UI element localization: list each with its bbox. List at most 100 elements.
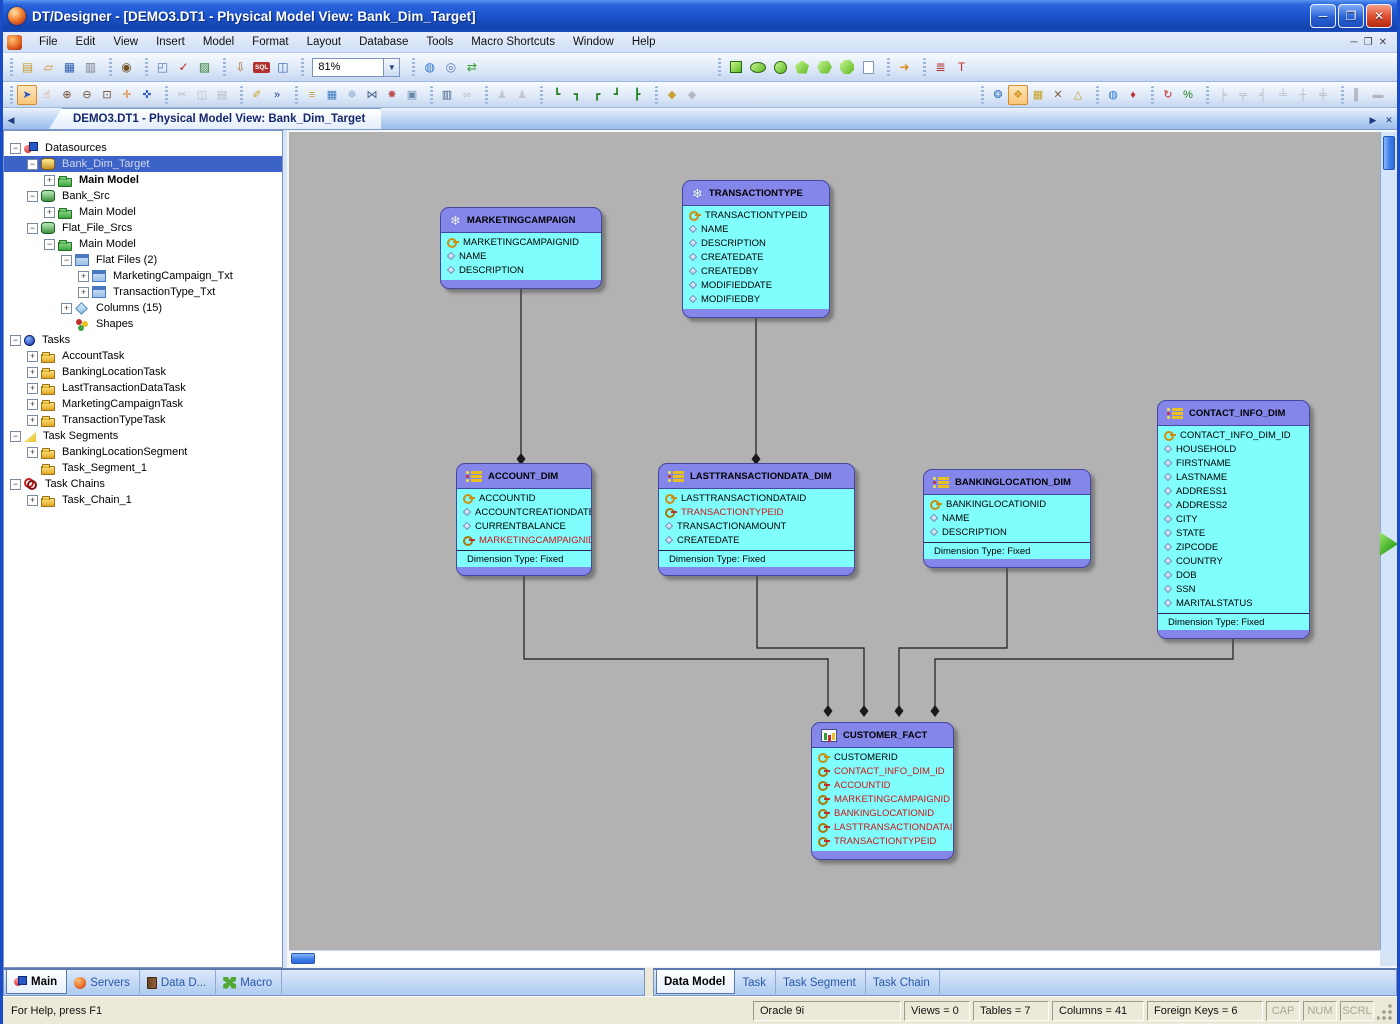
horizontal-scrollbar-thumb[interactable] — [291, 953, 315, 964]
tab-scroll-right-icon[interactable]: ▶ — [1365, 111, 1381, 129]
export-db-icon[interactable]: ⇩ — [230, 57, 251, 78]
entity-field[interactable]: NAME — [924, 511, 1090, 525]
entity-field[interactable]: ADDRESS1 — [1158, 484, 1309, 498]
menu-view[interactable]: View — [104, 34, 147, 50]
tab-scroll-left-icon[interactable]: ◀ — [3, 111, 19, 129]
tree-item-task-chains[interactable]: −Task Chains — [4, 476, 282, 492]
entity-field[interactable]: MODIFIEDBY — [683, 292, 829, 306]
expand-icon[interactable]: + — [44, 175, 55, 186]
menu-insert[interactable]: Insert — [147, 34, 194, 50]
entity-field[interactable]: TRANSACTIONTYPEID — [812, 834, 953, 848]
fit-percent-icon[interactable]: % — [1178, 85, 1198, 105]
entity-field[interactable]: NAME — [683, 222, 829, 236]
menu-model[interactable]: Model — [194, 34, 243, 50]
zoom-level-combo[interactable]: 81% — [312, 58, 384, 77]
shape-circle-icon[interactable] — [770, 57, 791, 78]
sql-icon[interactable]: SQL — [251, 57, 272, 78]
entity-field[interactable]: LASTNAME — [1158, 470, 1309, 484]
menu-layout[interactable]: Layout — [298, 34, 351, 50]
expand-icon[interactable]: + — [44, 207, 55, 218]
select-tool-icon[interactable]: ➤ — [17, 85, 37, 105]
entity-field[interactable]: DOB — [1158, 568, 1309, 582]
collapse-icon[interactable]: − — [10, 431, 21, 442]
shape-octagon-icon[interactable] — [836, 57, 858, 78]
tree-item-main-model[interactable]: +Main Model — [4, 172, 282, 188]
entity-field[interactable]: FIRSTNAME — [1158, 456, 1309, 470]
entity-field[interactable]: ACCOUNTCREATIONDATE — [457, 505, 591, 519]
entity-field[interactable]: CREATEDBY — [683, 264, 829, 278]
expand-icon[interactable]: + — [27, 495, 38, 506]
tree-item-bank-src[interactable]: −Bank_Src — [4, 188, 282, 204]
expand-icon[interactable]: + — [27, 351, 38, 362]
entity-field[interactable]: LASTTRANSACTIONDATAID — [812, 820, 953, 834]
incremental-layout-icon[interactable]: ♦ — [1123, 85, 1143, 105]
tab-macro[interactable]: Macro — [216, 970, 282, 994]
layout-refresh-icon[interactable]: ⇄ — [461, 57, 482, 78]
tree-item-task-segment-1[interactable]: Task_Segment_1 — [4, 460, 282, 476]
entity-field[interactable]: ZIPCODE — [1158, 540, 1309, 554]
tree-item-tasks[interactable]: −Tasks — [4, 332, 282, 348]
resize-grip[interactable] — [1377, 1001, 1393, 1021]
memory-icon[interactable]: ▥ — [437, 85, 457, 105]
entity-field[interactable]: MARKETINGCAMPAIGNID — [457, 533, 591, 547]
expand-icon[interactable]: + — [27, 367, 38, 378]
entity-field[interactable]: LASTTRANSACTIONDATAID — [659, 491, 854, 505]
restore-button[interactable]: ❐ — [1338, 4, 1364, 28]
menu-window[interactable]: Window — [564, 34, 623, 50]
tab-data-model[interactable]: Data Model — [656, 970, 735, 994]
text-tool-icon[interactable]: T — [951, 57, 972, 78]
tree-item-flat-files-2-[interactable]: −Flat Files (2) — [4, 252, 282, 268]
copy-model-icon[interactable]: ◫ — [272, 57, 293, 78]
text-block-icon[interactable]: ≣ — [930, 57, 951, 78]
zoom-region-icon[interactable]: ⊡ — [97, 85, 117, 105]
tree-item-main-model[interactable]: −Main Model — [4, 236, 282, 252]
tree-item-accounttask[interactable]: +AccountTask — [4, 348, 282, 364]
mdi-restore-button[interactable]: ❐ — [1364, 37, 1373, 48]
menu-database[interactable]: Database — [350, 34, 417, 50]
add-fact-table-icon[interactable]: ▦ — [322, 85, 342, 105]
entity-field[interactable]: TRANSACTIONTYPEID — [659, 505, 854, 519]
entity-field[interactable]: DESCRIPTION — [683, 236, 829, 250]
validate-model-icon[interactable]: ✓ — [173, 57, 194, 78]
random-layout-icon[interactable]: ✕ — [1048, 85, 1068, 105]
tab-close-icon[interactable]: ✕ — [1381, 111, 1397, 129]
tree-item-bankinglocationsegment[interactable]: +BankingLocationSegment — [4, 444, 282, 460]
entity-field[interactable]: MARITALSTATUS — [1158, 596, 1309, 610]
expand-icon[interactable]: + — [78, 287, 89, 298]
format-painter-icon[interactable]: ✐ — [247, 85, 267, 105]
expand-icon[interactable]: + — [27, 415, 38, 426]
global-layout-icon[interactable]: ◍ — [1103, 85, 1123, 105]
expand-icon[interactable]: + — [27, 447, 38, 458]
entity-field[interactable]: CREATEDATE — [659, 533, 854, 547]
find-icon[interactable]: ◉ — [116, 57, 137, 78]
expand-icon[interactable]: + — [27, 383, 38, 394]
collapse-icon[interactable]: − — [10, 335, 21, 346]
diamond-tool-icon[interactable]: ◆ — [662, 85, 682, 105]
find-in-model-icon[interactable]: ◎ — [440, 57, 461, 78]
collapse-icon[interactable]: − — [10, 143, 21, 154]
menu-macro-shortcuts[interactable]: Macro Shortcuts — [462, 34, 564, 50]
shape-pentagon-icon[interactable] — [791, 57, 813, 78]
symmetric-layout-icon[interactable]: ❖ — [1008, 85, 1028, 105]
tab-data-d-[interactable]: Data D... — [140, 970, 216, 994]
menu-file[interactable]: File — [30, 34, 67, 50]
vertical-scrollbar-thumb[interactable] — [1383, 136, 1395, 170]
entity-field[interactable]: BANKINGLOCATIONID — [812, 806, 953, 820]
tree-item-task-segments[interactable]: −Task Segments — [4, 428, 282, 444]
collapse-icon[interactable]: − — [44, 239, 55, 250]
entity-field[interactable]: TRANSACTIONAMOUNT — [659, 519, 854, 533]
entity-field[interactable]: ACCOUNTID — [457, 491, 591, 505]
print-icon[interactable]: ▥ — [80, 57, 101, 78]
entity-field[interactable]: ADDRESS2 — [1158, 498, 1309, 512]
entity-field[interactable]: DESCRIPTION — [924, 525, 1090, 539]
entity-transactiontype[interactable]: ❄TRANSACTIONTYPETRANSACTIONTYPEIDNAMEDES… — [682, 180, 830, 318]
entity-field[interactable]: STATE — [1158, 526, 1309, 540]
entity-field[interactable]: BANKINGLOCATIONID — [924, 497, 1090, 511]
tree-item-shapes[interactable]: Shapes — [4, 316, 282, 332]
grid-layout-icon[interactable]: ▦ — [1028, 85, 1048, 105]
zoom-dropdown-icon[interactable]: ▼ — [384, 58, 400, 77]
tree-item-marketingcampaign-txt[interactable]: +MarketingCampaign_Txt — [4, 268, 282, 284]
tree-item-columns-15-[interactable]: +Columns (15) — [4, 300, 282, 316]
tree-item-transactiontypetask[interactable]: +TransactionTypeTask — [4, 412, 282, 428]
connector-many-many-icon[interactable]: ┛ — [607, 85, 627, 105]
